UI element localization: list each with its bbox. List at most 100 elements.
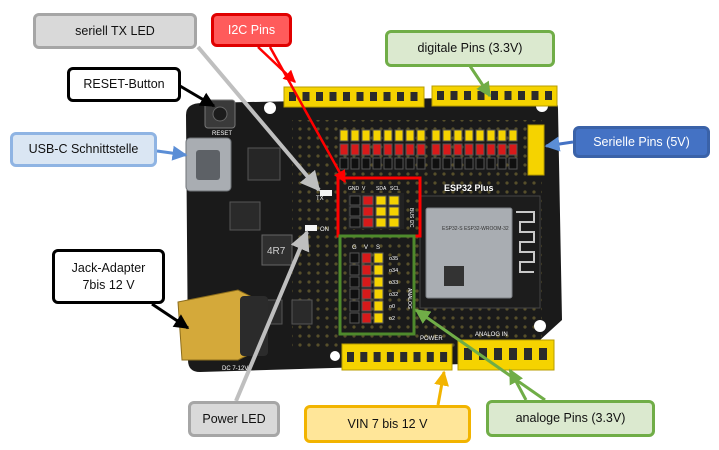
pin (497, 157, 507, 170)
callout-text: Serielle Pins (5V) (593, 134, 690, 149)
header-hole (373, 352, 381, 362)
callout-text: analoge Pins (3.3V) (515, 411, 626, 426)
header-hole (509, 348, 517, 360)
arrow-vin (434, 370, 449, 406)
callout-jack-adapter: Jack-Adapter 7bis 12 V (52, 249, 165, 304)
pin (486, 157, 496, 170)
callout-text: VIN 7 bis 12 V (347, 416, 428, 431)
dc-silk-label: DC 7-12V (222, 366, 248, 372)
analog-pin (349, 312, 360, 324)
header-hole (504, 91, 512, 100)
usb-serial-chip (247, 147, 281, 181)
analog-pin (373, 264, 384, 276)
i2c-pin (362, 195, 374, 206)
callout-serial-pins: Serielle Pins (5V) (573, 126, 710, 158)
callout-reset-button: RESET-Button (67, 67, 181, 102)
arrow-analog-box (414, 308, 546, 402)
header-hole (410, 92, 418, 101)
i2c-pin (388, 195, 400, 206)
header-hole (518, 91, 525, 100)
pin (350, 143, 360, 156)
pin (453, 143, 463, 156)
mount-hole (534, 320, 546, 332)
header-hole (440, 352, 448, 362)
analog-in-silk-label: ANALOG IN (475, 332, 508, 338)
tx-led (320, 190, 332, 196)
analog-pin-label: o32 (389, 292, 398, 298)
analog-pin (373, 288, 384, 300)
header-hole (413, 352, 421, 362)
arrow-serial (544, 136, 574, 152)
pin (431, 157, 441, 170)
i2c-pin (375, 195, 387, 206)
pin (383, 143, 393, 156)
small-chip (291, 299, 313, 325)
i2c-pin (362, 217, 374, 228)
callout-text: seriell TX LED (75, 23, 155, 38)
arrow-i2c-top (257, 46, 296, 83)
header-hole (464, 348, 472, 360)
analog-pin (349, 264, 360, 276)
esp32-antenna (516, 211, 535, 273)
arrow-reset (179, 84, 216, 108)
pin (442, 129, 452, 142)
pin (372, 143, 382, 156)
analog-pin-grid (349, 252, 384, 324)
header-hole (360, 352, 368, 362)
pin (361, 157, 371, 170)
analog-highlight-box (338, 234, 416, 336)
header-hole (464, 91, 471, 100)
analog-header-label: V (364, 245, 368, 251)
i2c-pin (349, 206, 361, 217)
pin (339, 129, 349, 142)
i2c-pin (375, 217, 387, 228)
header-hole (370, 92, 377, 101)
usbc-port-inner (196, 150, 220, 180)
analog-in-header (457, 339, 555, 371)
pin (394, 129, 404, 142)
analog-pin (373, 312, 384, 324)
header-holes-bottom (347, 348, 547, 362)
esp32-shield (425, 207, 513, 299)
pin (361, 143, 371, 156)
arrow-i2c-box (268, 46, 347, 184)
arrow-usbc (156, 145, 188, 161)
pin (497, 143, 507, 156)
header-hole (316, 92, 323, 101)
power-silk-label: POWER (420, 336, 443, 342)
reset-button-cap (212, 106, 228, 122)
pin (372, 157, 382, 170)
pin (405, 157, 415, 170)
callout-text: I2C Pins (227, 22, 276, 37)
pin (350, 129, 360, 142)
arrow-digital (468, 65, 492, 98)
pin (464, 157, 474, 170)
callout-vin: VIN 7 bis 12 V (304, 405, 471, 443)
analog-pin-label: o0 (389, 304, 395, 310)
i2c-pin (349, 217, 361, 228)
i2c-header-label: SCL (390, 186, 400, 192)
header-hole (531, 91, 539, 100)
pin (486, 143, 496, 156)
pin (405, 143, 415, 156)
analog-pin (349, 252, 360, 264)
pin (464, 143, 474, 156)
pin (475, 129, 485, 142)
callout-text: Jack-Adapter 7bis 12 V (71, 260, 146, 292)
i2c-header-label: SDA (376, 186, 387, 192)
analog-pin (373, 276, 384, 288)
header-hole (397, 92, 404, 101)
pin (383, 157, 393, 170)
i2c-header-label: GND (348, 186, 360, 192)
header-hole (426, 352, 434, 362)
analog-pin-label: o33 (389, 280, 398, 286)
analog-pin (373, 252, 384, 264)
header-hole (386, 352, 394, 362)
pin (442, 157, 452, 170)
i2c-pin (375, 206, 387, 217)
pin (508, 129, 518, 142)
header-hole (450, 91, 458, 100)
power-header (341, 343, 453, 371)
header-hole (524, 348, 532, 360)
pin (431, 143, 441, 156)
